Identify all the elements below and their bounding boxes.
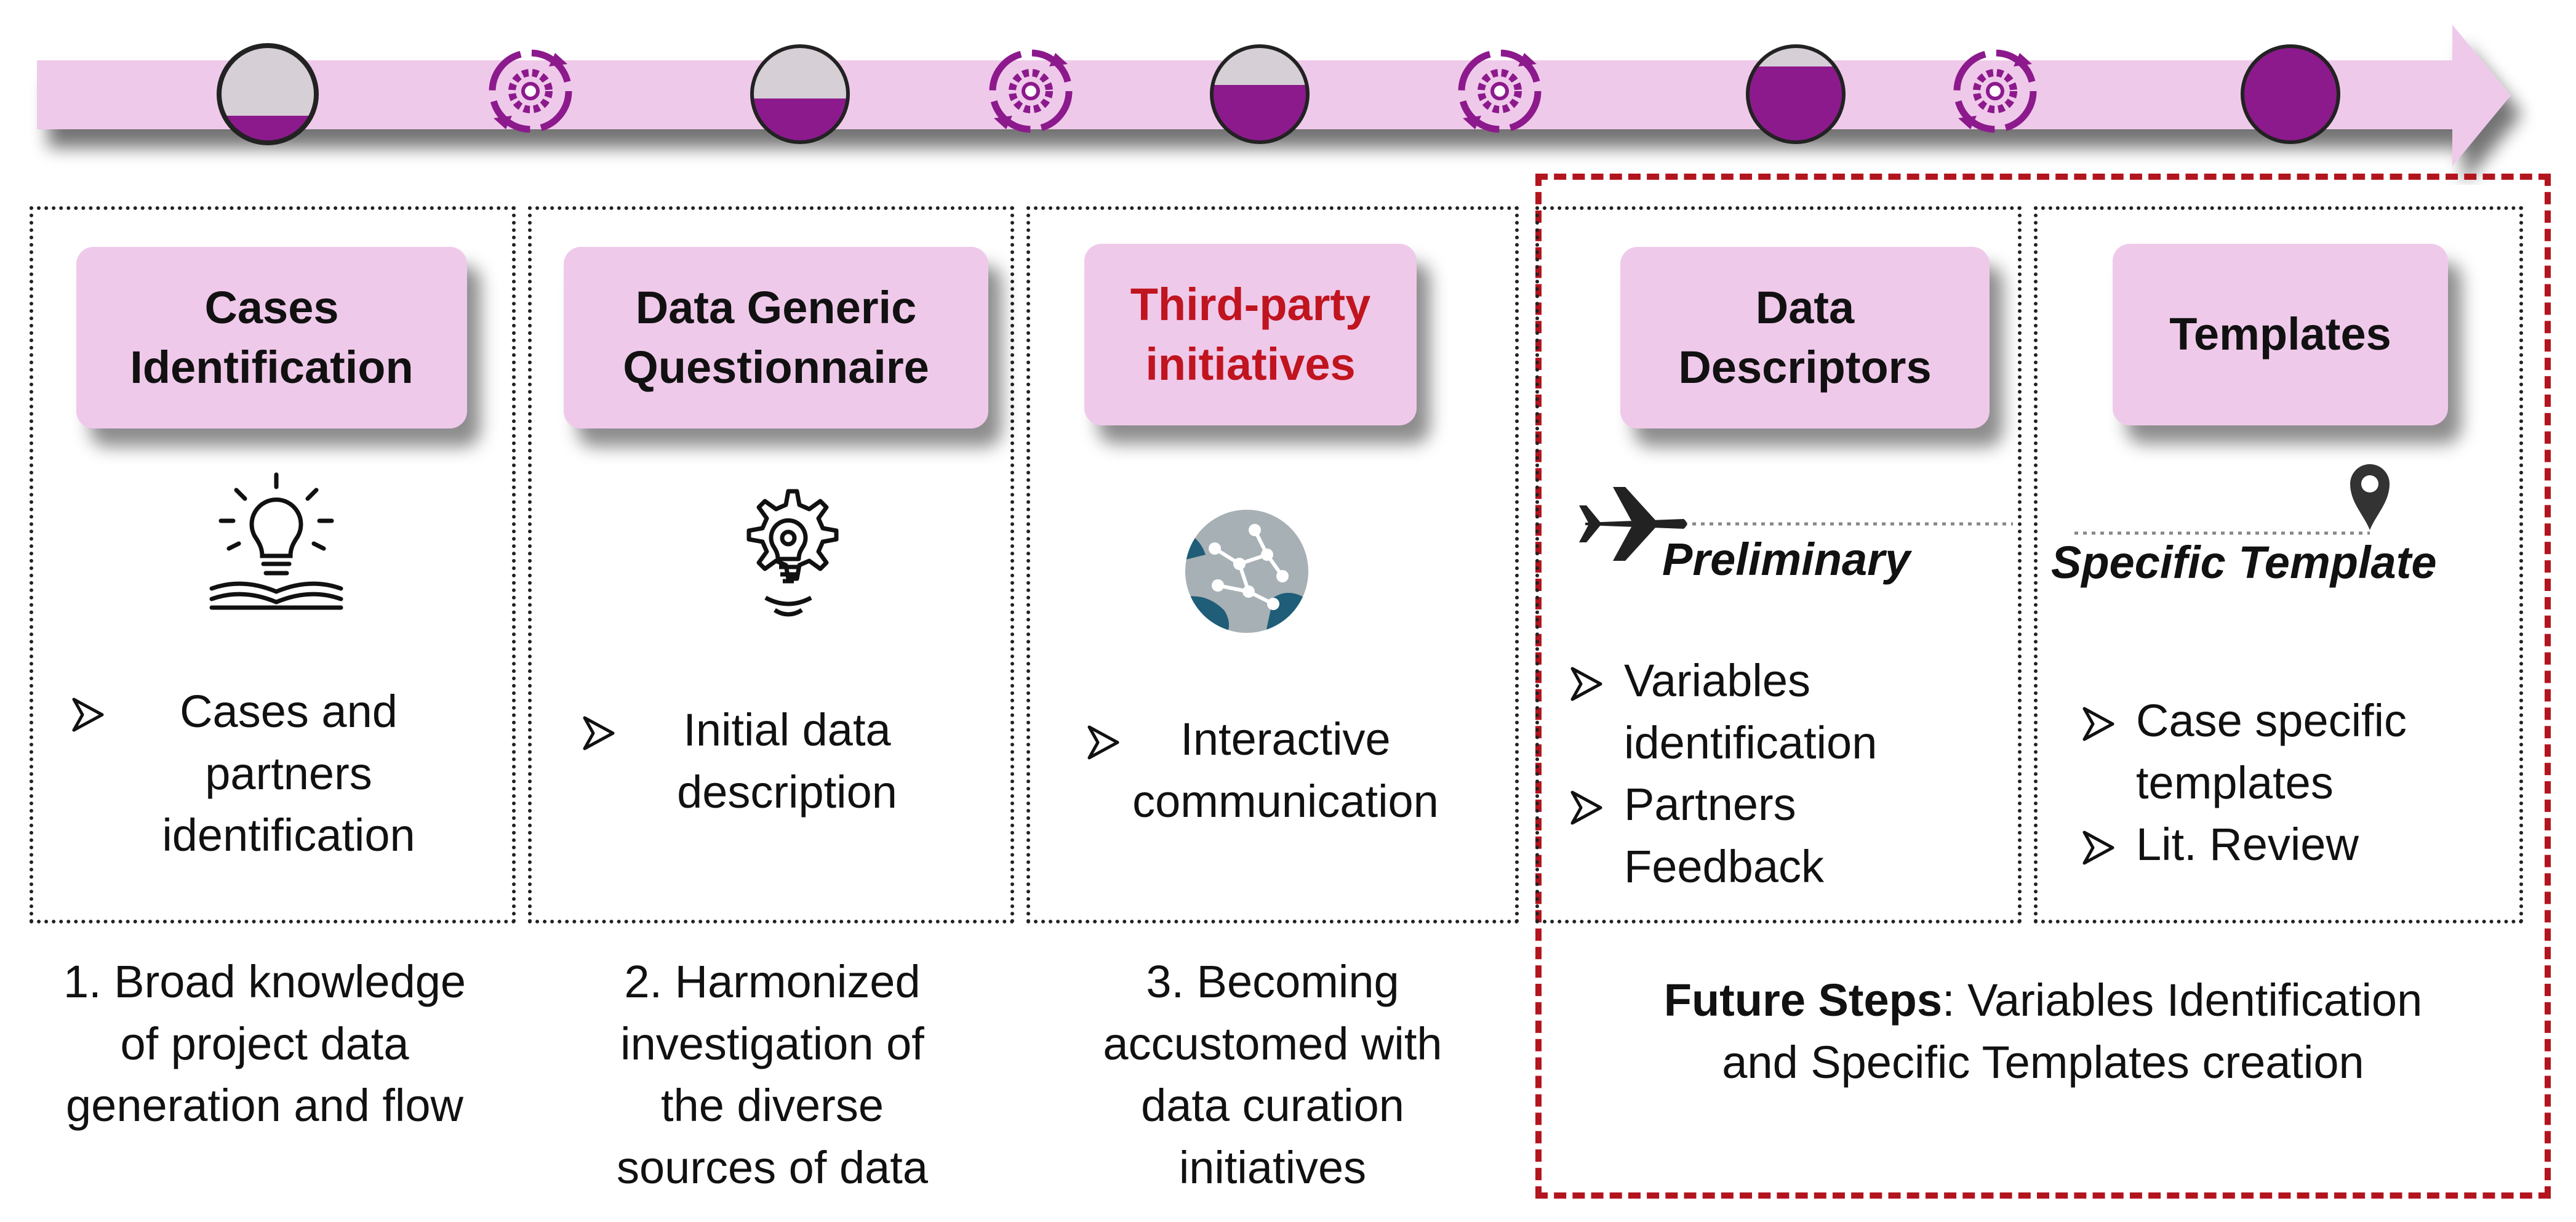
stage-caption: 2. Harmonized investigation of the diver… xyxy=(529,951,1015,1199)
stage-data-descriptors: Data Descriptors Preliminary Variables i… xyxy=(1535,206,2022,923)
caption-line: investigation of xyxy=(620,1018,924,1069)
stage-data-generic-questionnaire: Data Generic Questionnaire Initial data … xyxy=(528,206,1014,923)
path-label: Preliminary xyxy=(1662,534,1911,585)
bullet-item: Case specific templates xyxy=(2081,690,2511,814)
caption-line: and Specific Templates creation xyxy=(1722,1036,2364,1088)
bullet-list: Initial data description xyxy=(581,699,987,823)
cycle-gear-icon-3 xyxy=(1458,49,1542,133)
bullet-item: Initial data description xyxy=(581,699,987,823)
stage-title-card: Cases Identification xyxy=(76,247,467,428)
stage-title-line: Data Generic xyxy=(635,282,917,334)
caption-line: initiatives xyxy=(1178,1141,1367,1193)
bullet-list: Variables identification Partners Feedba… xyxy=(1569,650,1999,898)
airplane-icon xyxy=(1579,487,1687,561)
flight-path xyxy=(1579,487,2013,561)
destination-path xyxy=(2074,464,2390,535)
arrow-bullet-icon xyxy=(581,699,617,761)
stage-title-card: Third-party initiatives xyxy=(1084,244,1417,425)
milestone-5 xyxy=(2241,44,2340,144)
path-label: Specific Template xyxy=(2051,537,2437,588)
caption-line: 1. Broad knowledge xyxy=(63,956,466,1007)
caption-line: 3. Becoming xyxy=(1146,956,1399,1007)
bullet-text: Variables xyxy=(1624,655,1811,706)
bullet-list: Cases and partners identification xyxy=(70,681,495,867)
future-steps-label: Future Steps xyxy=(1663,975,1943,1026)
caption-line: the diverse xyxy=(661,1080,884,1132)
bullet-text: Lit. Review xyxy=(2136,819,2359,870)
bullet-item: Lit. Review xyxy=(2081,814,2511,876)
bullet-text: Partners xyxy=(1624,779,1796,830)
milestone-3 xyxy=(1210,44,1310,144)
stage-title-line: Questionnaire xyxy=(623,341,929,393)
bullet-text: identification xyxy=(1624,717,1878,768)
arrow-bullet-icon xyxy=(1569,650,1604,712)
stage-caption: 3. Becoming accustomed with data curatio… xyxy=(1026,951,1519,1199)
bullet-item: Interactive communication xyxy=(1086,709,1486,832)
caption-line: : Variables Identification xyxy=(1942,975,2423,1026)
bullet-item: Partners Feedback xyxy=(1569,774,1999,898)
caption-line: accustomed with xyxy=(1103,1018,1442,1069)
stage-third-party-initiatives: Third-party initiatives Interacti xyxy=(1026,206,1519,923)
bullet-text: templates xyxy=(2136,757,2334,808)
stage-title-card: Data Generic Questionnaire xyxy=(564,247,988,428)
cycle-gear-icon-4 xyxy=(1953,49,2037,133)
arrow-bullet-icon xyxy=(1569,774,1604,835)
bullet-item: Cases and partners identification xyxy=(70,681,495,867)
caption-line: generation and flow xyxy=(66,1080,463,1132)
lightbulb-book-icon xyxy=(209,472,343,610)
bullet-text: Feedback xyxy=(1624,840,1824,892)
stage-title-line: initiatives xyxy=(1145,338,1356,390)
arrow-bullet-icon xyxy=(1086,709,1121,770)
location-pin-icon xyxy=(2350,464,2390,530)
arrow-bullet-icon xyxy=(2081,690,2116,752)
milestone-2 xyxy=(750,44,850,144)
stage-title-line: Templates xyxy=(2169,308,2391,360)
bullet-item: Variables identification xyxy=(1569,650,1999,774)
bullet-text: Case specific xyxy=(2136,695,2407,746)
bullet-text: identification xyxy=(162,810,415,861)
caption-line: 2. Harmonized xyxy=(624,956,921,1007)
arrow-bullet-icon xyxy=(2081,814,2116,875)
bullet-text: Interactive xyxy=(1180,714,1391,765)
stage-title-line: Data xyxy=(1755,282,1855,334)
cycle-gear-icon-1 xyxy=(489,49,572,133)
caption-line: data curation xyxy=(1141,1080,1404,1132)
caption-line: of project data xyxy=(120,1018,409,1069)
bullet-text: Initial data xyxy=(683,704,891,755)
stage-title-line: Identification xyxy=(130,341,414,393)
stage-title-line: Third-party xyxy=(1130,279,1371,331)
bullet-text: partners xyxy=(205,747,372,799)
timeline-arrow xyxy=(37,25,2511,166)
stage-title-line: Cases xyxy=(204,282,339,334)
milestone-4 xyxy=(1746,44,1846,144)
bullet-text: Cases and xyxy=(180,686,398,737)
bullet-list: Case specific templates Lit. Review xyxy=(2081,690,2511,876)
stage-title-line: Descriptors xyxy=(1678,341,1932,393)
arrow-bullet-icon xyxy=(70,681,106,742)
stage-caption: 1. Broad knowledge of project data gener… xyxy=(18,951,511,1137)
gear-lightbulb-icon xyxy=(746,489,839,617)
cycle-gear-icon-2 xyxy=(989,49,1073,133)
network-globe-icon xyxy=(1185,510,1308,633)
bullet-text: description xyxy=(677,766,897,818)
stage-title-card: Templates xyxy=(2113,244,2448,425)
stage-title-card: Data Descriptors xyxy=(1620,247,1990,428)
milestone-1 xyxy=(217,43,319,145)
bullet-text: communication xyxy=(1132,775,1439,827)
stage-templates: Templates Specific Template Case specifi… xyxy=(2034,206,2523,923)
future-steps-caption: Future Steps: Variables Identification a… xyxy=(1545,970,2542,1093)
caption-line: sources of data xyxy=(617,1141,928,1193)
stage-cases-identification: Cases Identification Cases and partners xyxy=(30,206,516,923)
bullet-list: Interactive communication xyxy=(1086,709,1486,832)
